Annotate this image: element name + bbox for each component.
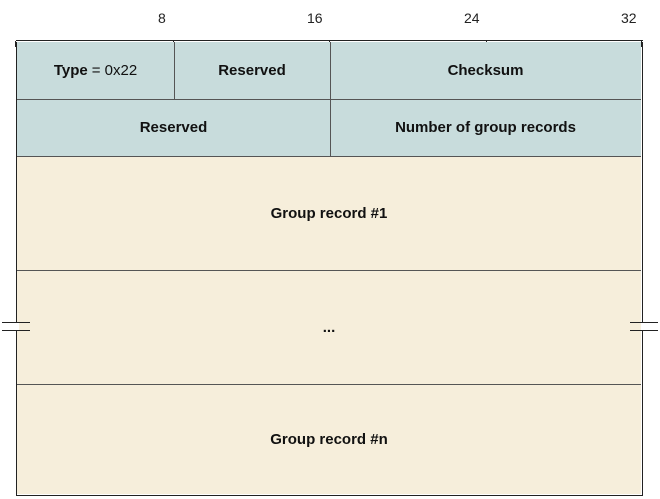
group-record-n-label: Group record #n [270, 430, 388, 448]
ruler-label-16: 16 [307, 10, 323, 26]
reserved-field-1: Reserved [174, 42, 330, 99]
group-record-ellipsis: ... [17, 270, 641, 384]
group-record-1: Group record #1 [17, 156, 641, 270]
bit-ruler [15, 40, 643, 47]
reserved-field-1-label: Reserved [218, 62, 286, 79]
divider-ellipsis-recordn [17, 384, 641, 385]
type-field-label: Type [53, 62, 88, 79]
divider-mid-row2 [330, 99, 331, 156]
number-of-group-records-field: Number of group records [330, 99, 641, 156]
ruler-tick-0 [15, 41, 16, 47]
type-field-value: = 0x22 [91, 62, 138, 79]
right-break-mark [630, 322, 658, 332]
group-record-1-label: Group record #1 [270, 204, 388, 222]
divider-mid-row1 [330, 42, 331, 99]
ruler-label-24: 24 [464, 10, 480, 26]
ruler-label-32: 32 [621, 10, 637, 26]
ruler-label-8: 8 [158, 10, 166, 26]
reserved-field-2-label: Reserved [139, 119, 208, 136]
reserved-field-2: Reserved [17, 99, 330, 156]
divider-record1-ellipsis [17, 270, 641, 271]
type-field: Type = 0x22 [17, 42, 174, 99]
checksum-field-label: Checksum [447, 62, 524, 79]
ruler-tick-32 [641, 41, 642, 47]
packet-format-diagram: Type = 0x22 Reserved Checksum Reserved N… [16, 42, 643, 496]
ellipsis-label: ... [322, 318, 336, 336]
group-record-n: Group record #n [17, 384, 641, 494]
divider-header-records [17, 156, 641, 157]
divider-type-reserved [174, 42, 175, 99]
number-of-group-records-label: Number of group records [395, 119, 576, 136]
left-break-mark [2, 322, 30, 332]
divider-row1-row2 [17, 99, 641, 100]
checksum-field: Checksum [330, 42, 641, 99]
